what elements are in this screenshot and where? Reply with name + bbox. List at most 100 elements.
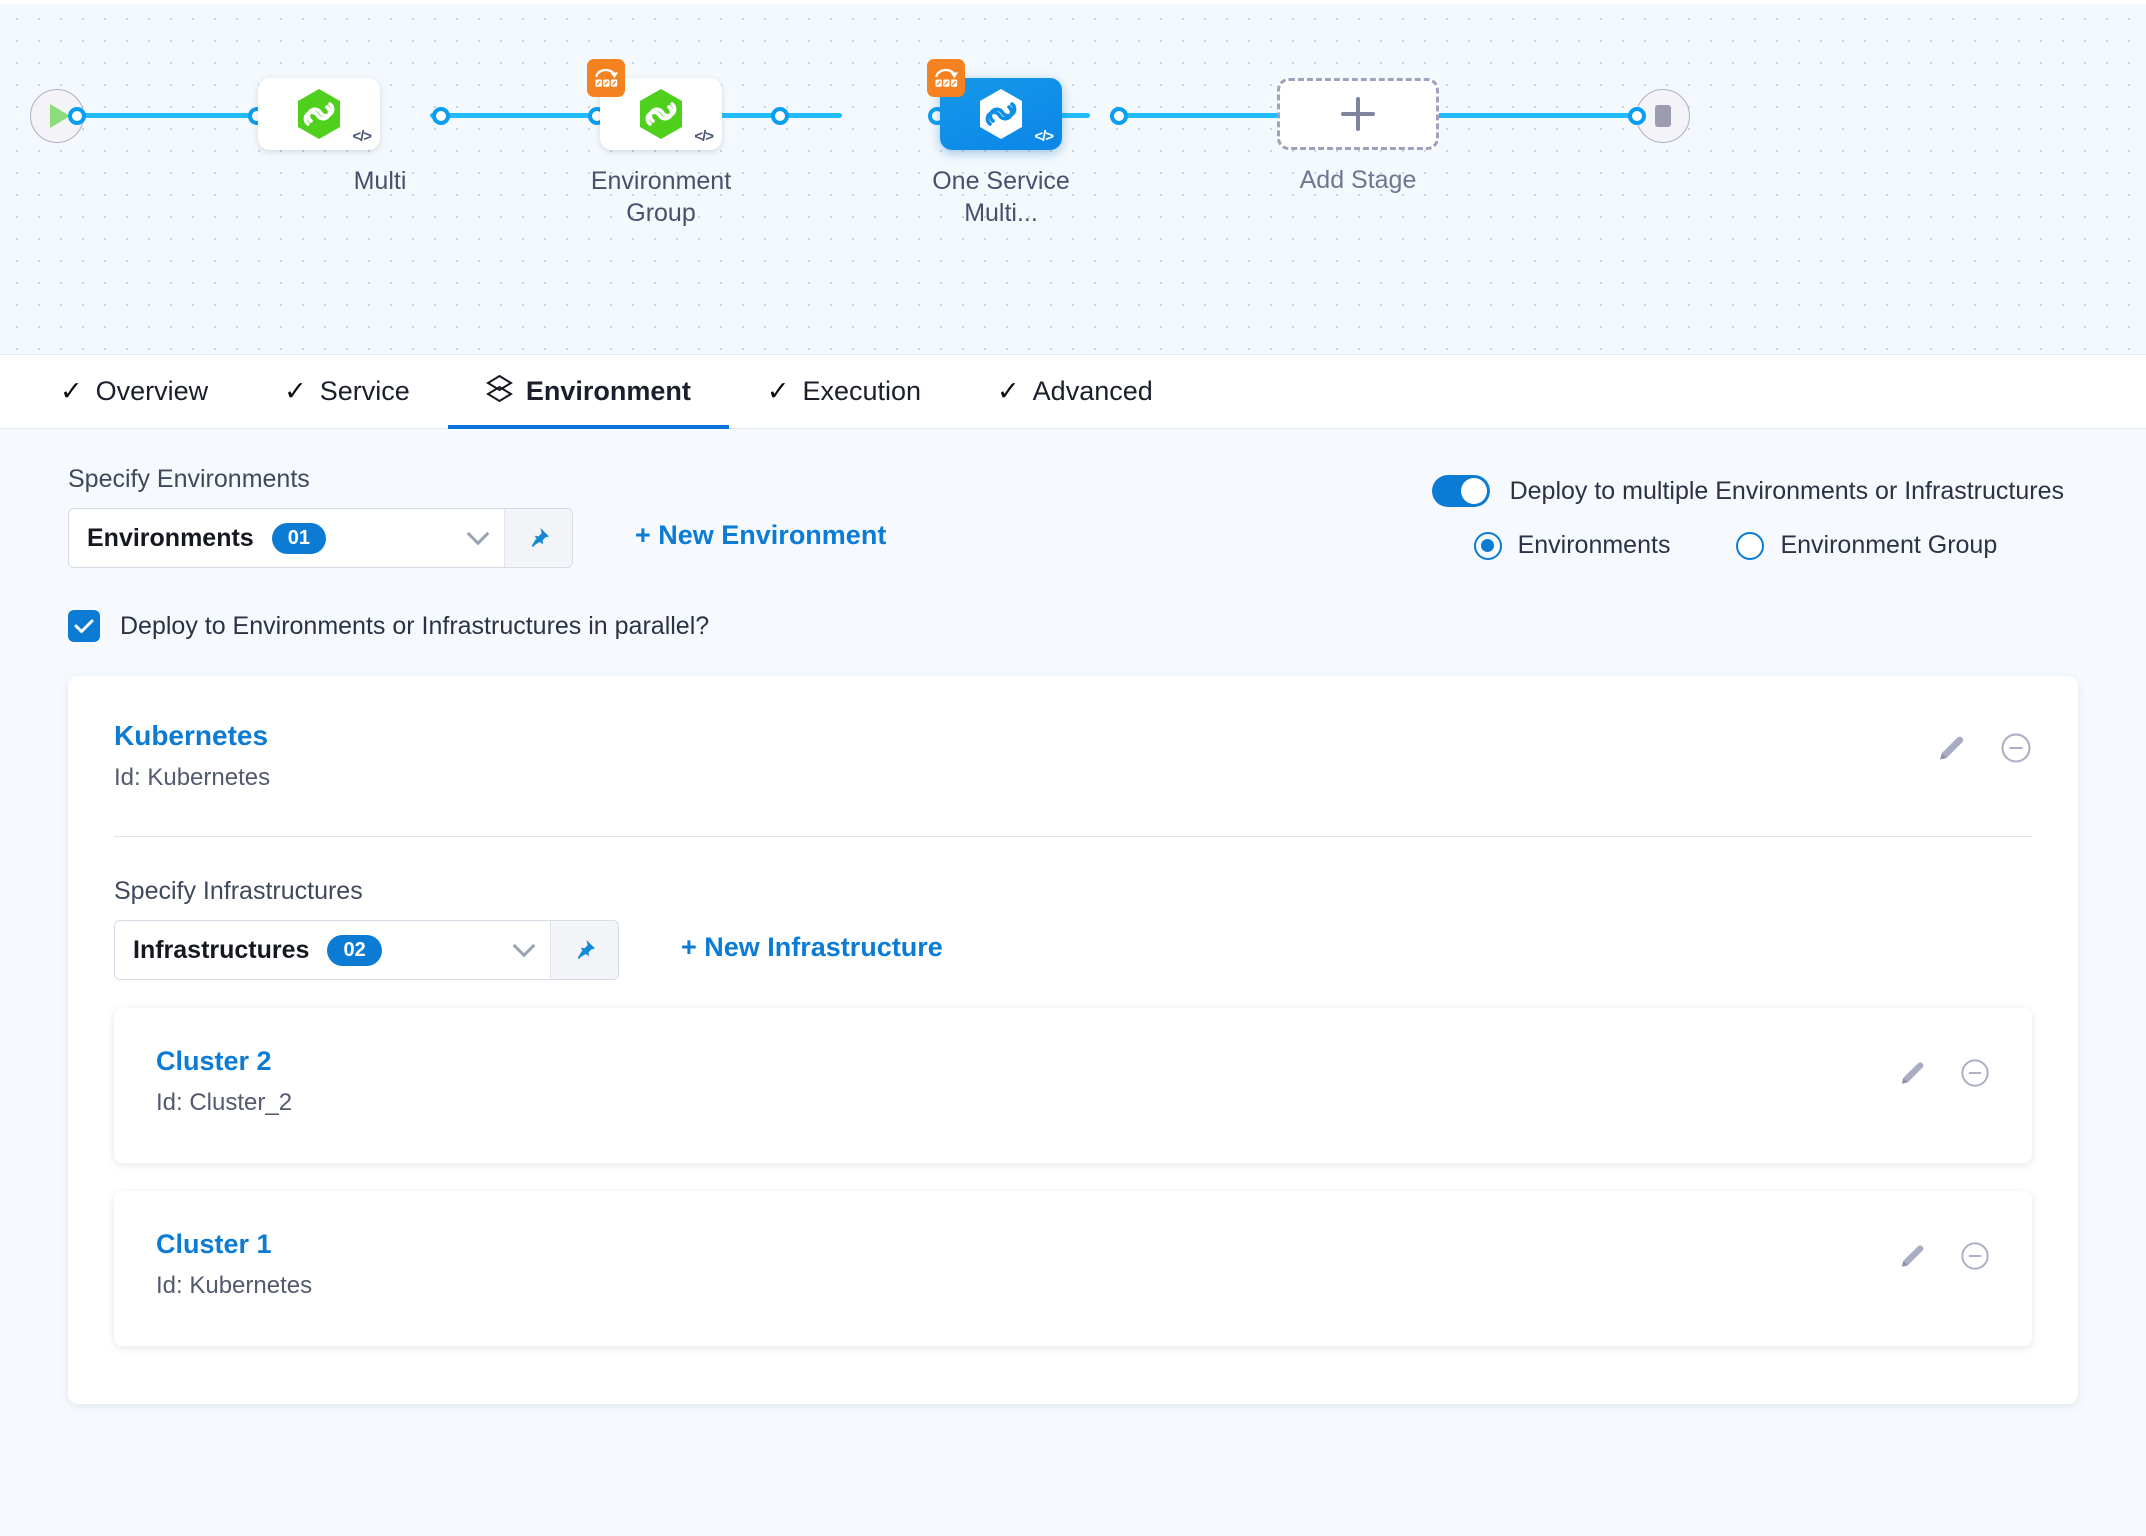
wire-add-to-end [1355, 113, 1635, 118]
port-stage1-out[interactable] [432, 107, 450, 125]
stage-node-one-service-multi[interactable]: </> [927, 59, 1062, 150]
environment-card-kubernetes: Kubernetes Id: Kubernetes [68, 676, 2078, 1404]
code-icon: </> [694, 128, 714, 145]
plus-icon-vertical [1356, 97, 1360, 131]
tab-advanced[interactable]: ✓ Advanced [959, 355, 1191, 429]
stage-node-environment-group[interactable]: </> [587, 59, 722, 150]
check-icon: ✓ [284, 376, 307, 406]
port-start-out[interactable] [68, 107, 86, 125]
multi-deployment-badge-icon [587, 59, 625, 97]
multi-deploy-toggle[interactable] [1431, 475, 1490, 507]
pencil-icon [1901, 1062, 1924, 1084]
environments-header-row: Specify Environments Environments 01 [68, 429, 2078, 568]
new-environment-button[interactable]: + New Environment [635, 520, 887, 550]
play-icon [49, 104, 70, 128]
environment-card-header: Kubernetes Id: Kubernetes [114, 720, 2032, 792]
stage-label-one-service-multi: One Service Multi... [886, 166, 1116, 230]
environment-panel: Specify Environments Environments 01 [0, 429, 2146, 1536]
multi-deployment-badge-icon [927, 59, 965, 97]
minus-circle-icon [2001, 733, 2031, 763]
deploy-options-group: Deploy to multiple Environments or Infra… [1431, 465, 2078, 560]
port-stage3-out[interactable] [1110, 107, 1128, 125]
radio-environments[interactable] [1473, 531, 1502, 560]
tab-overview[interactable]: ✓ Overview [22, 355, 246, 429]
tab-execution[interactable]: ✓ Execution [729, 355, 959, 429]
environment-remove-button[interactable] [2000, 732, 2032, 764]
code-icon: </> [352, 128, 372, 145]
stage-label-line1: One Service [932, 167, 1070, 195]
tab-label: Service [319, 376, 410, 406]
wire-start-to-stage1 [66, 113, 206, 118]
check-icon [74, 619, 94, 633]
port-end-in[interactable] [1628, 107, 1646, 125]
radio-dot [1481, 539, 1495, 552]
radio-environment-group-label: Environment Group [1780, 531, 1998, 559]
tab-label: Advanced [1032, 376, 1153, 406]
infrastructure-edit-button[interactable] [1898, 1242, 1926, 1270]
stage-label-line1: Environment [590, 167, 732, 195]
stage-label-environment-group: Environment Group [546, 166, 776, 230]
pin-icon [577, 940, 595, 960]
wire-stage3-to-add [1110, 113, 1280, 118]
new-infrastructure-button[interactable]: + New Infrastructure [681, 932, 943, 962]
infrastructure-title[interactable]: Cluster 1 [156, 1229, 272, 1259]
harness-hex-icon [980, 89, 1022, 139]
wire-stage2-to-stage3 [682, 113, 842, 118]
chevron-down-icon [466, 522, 490, 546]
chevron-down-icon [512, 934, 536, 958]
infrastructures-select-display[interactable]: Infrastructures 02 [115, 921, 550, 979]
environments-count-badge: 01 [271, 522, 326, 554]
infrastructure-edit-button[interactable] [1898, 1059, 1926, 1087]
port-stage2-out[interactable] [771, 107, 789, 125]
add-stage-button[interactable] [1277, 78, 1439, 150]
environment-card-id: Id: Kubernetes [114, 764, 271, 791]
harness-hex-icon [298, 89, 340, 139]
pipeline-canvas[interactable]: </> Multi </> Environment Group [0, 0, 2146, 355]
infrastructures-count-badge: 02 [327, 934, 382, 966]
toggle-knob [1460, 478, 1487, 504]
environment-card-actions [1936, 720, 2032, 764]
stop-icon [1655, 105, 1671, 127]
stage-label-line2: Multi... [964, 198, 1038, 227]
parallel-deploy-checkbox[interactable] [68, 610, 100, 642]
canvas-top-edge [0, 0, 2146, 4]
add-stage-label: Add Stage [1299, 166, 1417, 194]
infrastructures-select[interactable]: Infrastructures 02 [114, 920, 619, 980]
infrastructure-card-actions [1898, 1229, 1990, 1271]
tab-service[interactable]: ✓ Service [246, 355, 448, 429]
pencil-icon [1940, 736, 1964, 760]
infrastructure-remove-button[interactable] [1960, 1058, 1990, 1088]
radio-environment-group[interactable] [1736, 531, 1765, 560]
infrastructure-id: Id: Cluster_2 [156, 1089, 293, 1116]
environments-select-display[interactable]: Environments 01 [69, 509, 504, 567]
specify-infrastructures-group: Specify Infrastructures Infrastructures … [114, 877, 2032, 1346]
infrastructures-select-value: Infrastructures [133, 935, 310, 964]
environment-card-title[interactable]: Kubernetes [114, 720, 269, 751]
tab-label: Execution [802, 376, 922, 406]
stage-config-tabs: ✓ Overview ✓ Service Environment ✓ Execu… [0, 355, 2146, 430]
check-icon: ✓ [766, 376, 790, 406]
specify-infrastructures-label: Specify Infrastructures [114, 877, 363, 905]
environment-edit-button[interactable] [1936, 733, 1966, 763]
harness-hex-icon [640, 89, 682, 139]
environments-pin-button[interactable] [504, 509, 572, 567]
minus-circle-icon [1961, 1059, 1989, 1087]
parallel-deploy-row: Deploy to Environments or Infrastructure… [68, 610, 2078, 642]
infrastructure-card-cluster-1: Cluster 1 Id: Kubernetes [114, 1191, 2032, 1346]
infrastructure-title[interactable]: Cluster 2 [156, 1046, 272, 1076]
code-icon: </> [1034, 128, 1054, 145]
radio-environments-label: Environments [1517, 531, 1671, 559]
stage-node-multi[interactable]: </> [258, 78, 380, 150]
environments-select[interactable]: Environments 01 [68, 508, 573, 568]
layers-icon [485, 374, 513, 410]
multi-deploy-toggle-row: Deploy to multiple Environments or Infra… [1431, 475, 2064, 507]
deploy-scope-radio-group: Environments Environment Group [1432, 531, 2064, 560]
check-icon: ✓ [60, 376, 83, 406]
environment-card-divider [114, 836, 2032, 837]
wire-stage1-to-stage2 [430, 113, 590, 118]
infrastructure-id: Id: Kubernetes [156, 1272, 313, 1299]
infrastructure-remove-button[interactable] [1960, 1241, 1990, 1271]
infrastructures-pin-button[interactable] [550, 921, 618, 979]
tab-environment[interactable]: Environment [447, 355, 729, 430]
pin-icon [531, 528, 549, 548]
